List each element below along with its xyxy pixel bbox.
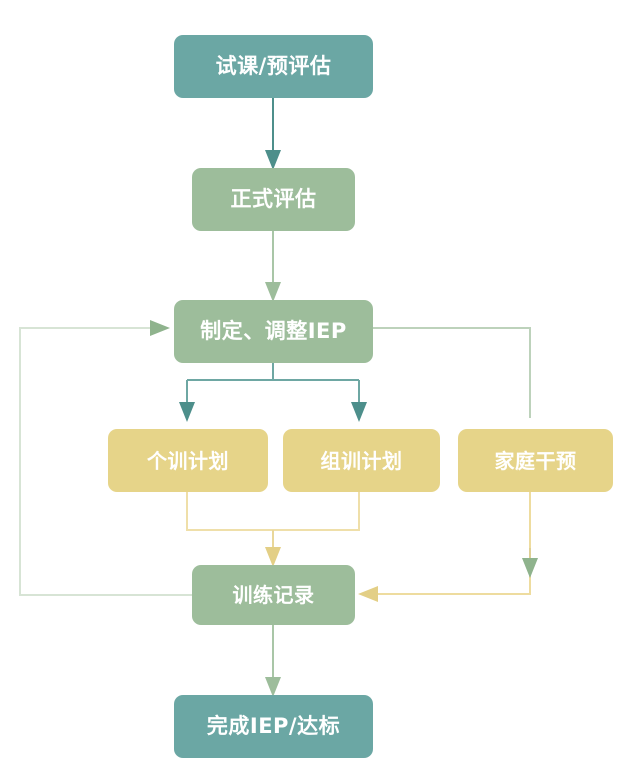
node-training-record[interactable]: 训练记录 xyxy=(192,565,355,625)
node-training-record-label: 训练记录 xyxy=(232,583,315,607)
node-family-intervention[interactable]: 家庭干预 xyxy=(458,429,613,492)
node-group-training-plan-label: 组训计划 xyxy=(320,448,403,473)
node-create-adjust-iep-label: 制定、调整IEP xyxy=(200,318,347,343)
node-formal-assessment[interactable]: 正式评估 xyxy=(192,168,355,231)
edge-record-to-iep-feedback xyxy=(19,320,192,596)
node-individual-training-plan[interactable]: 个训计划 xyxy=(108,429,268,492)
node-complete-iep-reach-goal[interactable]: 完成IEP/达标 xyxy=(174,695,373,758)
edge-iep-to-family xyxy=(373,327,531,418)
node-trial-preassessment[interactable]: 试课/预评估 xyxy=(174,35,373,98)
node-trial-preassessment-label: 试课/预评估 xyxy=(215,53,332,78)
node-family-intervention-label: 家庭干预 xyxy=(494,448,577,473)
node-group-training-plan[interactable]: 组训计划 xyxy=(283,429,440,492)
node-formal-assessment-label: 正式评估 xyxy=(230,186,317,211)
edge-plans-merge-bus xyxy=(186,492,360,531)
node-individual-training-plan-label: 个训计划 xyxy=(147,448,229,473)
node-create-adjust-iep[interactable]: 制定、调整IEP xyxy=(174,300,373,363)
edge-family-to-record xyxy=(358,492,531,602)
node-complete-iep-reach-goal-label: 完成IEP/达标 xyxy=(206,713,341,738)
